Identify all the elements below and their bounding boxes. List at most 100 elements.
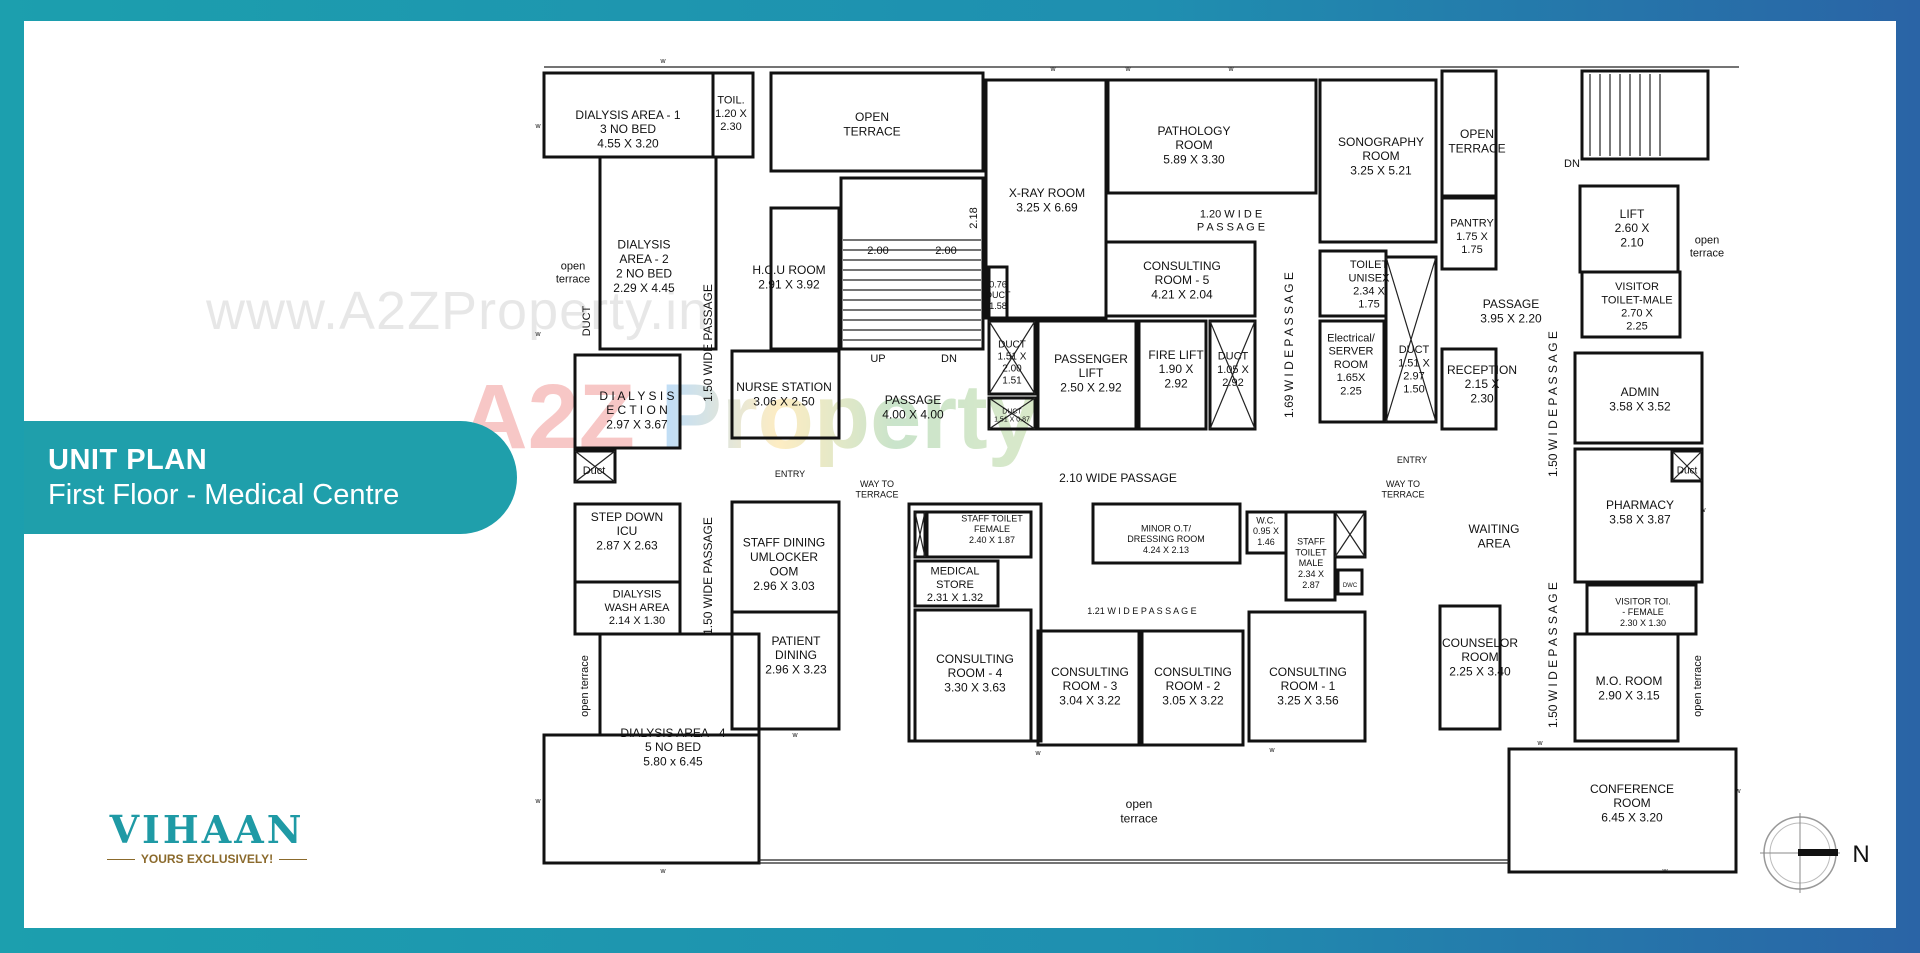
label-line: terrace — [1690, 247, 1724, 259]
label-line: MINOR O.T/ — [1141, 523, 1191, 533]
label-line: PANTRY — [1450, 218, 1494, 230]
room-wall — [1318, 319, 1386, 424]
label-line: CONFERENCE — [1590, 782, 1674, 796]
label-line: 1.50 W I D E P A S S A G E — [1546, 331, 1560, 477]
label-line: DN — [941, 353, 957, 365]
label-line: DUCT — [1399, 344, 1430, 356]
label-line: STEP DOWN — [591, 510, 663, 524]
room-wall — [1670, 449, 1704, 483]
label-line: UP — [870, 353, 885, 365]
room-wall — [1573, 351, 1704, 445]
label-line: 2.18 — [968, 207, 980, 228]
label-line: OPEN — [855, 110, 889, 124]
label-line: TERRACE — [1448, 141, 1505, 155]
room-wall — [1438, 604, 1502, 731]
label-line: CONSULTING — [1143, 259, 1221, 273]
label-line: D I A L Y S I S — [599, 389, 674, 403]
label-line: ADMIN — [1621, 385, 1660, 399]
label-line: TOILET-MALE — [1601, 294, 1672, 306]
label-line: MALE — [1299, 558, 1324, 568]
room-wall — [1091, 502, 1242, 565]
brand-name: VIHAAN — [109, 807, 305, 852]
label-line: CONSULTING — [1051, 665, 1129, 679]
label-line: STORE — [936, 579, 974, 591]
label-stair-up: UP — [870, 353, 885, 365]
room-wall — [1440, 69, 1498, 198]
label-line: OPEN — [1460, 127, 1494, 141]
label-line: ROOM — [1362, 149, 1399, 163]
label-line: TERRACE — [855, 490, 898, 500]
label-line: W.C. — [1256, 515, 1276, 525]
window-mark: w — [534, 798, 541, 805]
label-passage-120: 1.20 W I D EP A S S A G E — [1197, 208, 1265, 233]
room-wall — [1573, 632, 1680, 743]
label-line: DUCT — [1002, 408, 1022, 415]
label-line: 1.58 — [989, 301, 1007, 311]
label-line: 5.89 X 3.30 — [1163, 153, 1225, 167]
label-line: terrace — [1120, 811, 1158, 825]
label-line: ENTRY — [775, 469, 805, 479]
label-line: open terrace — [1692, 655, 1704, 717]
label-duct-pharmacy: Duct — [1677, 466, 1698, 477]
label-entry-left: ENTRY — [775, 469, 805, 479]
label-stair-dn: DN — [941, 353, 957, 365]
label-line: M.O. ROOM — [1596, 674, 1663, 688]
room-wall — [1580, 69, 1710, 161]
room-wall — [573, 449, 617, 484]
label-line: 2.10 WIDE PASSAGE — [1059, 471, 1177, 485]
label-line: 1.75 X — [1456, 231, 1488, 243]
room-wall — [730, 610, 841, 731]
label-line: 2.92 — [1164, 377, 1188, 391]
label-line: PATHOLOGY — [1158, 124, 1231, 138]
label-line: 4.00 X 4.00 — [882, 407, 944, 421]
label-line: ROOM - 1 — [1281, 679, 1336, 693]
label-line: 2.97 — [1403, 370, 1424, 382]
label-line: STAFF — [1297, 537, 1325, 547]
room-wall — [913, 510, 927, 559]
title-banner: UNIT PLAN First Floor - Medical Centre — [24, 421, 517, 534]
label-line: TOIL. — [717, 95, 744, 107]
label-line: ROOM - 4 — [948, 666, 1003, 680]
label-line: ROOM — [1175, 138, 1212, 152]
label-line: CONSULTING — [1269, 665, 1347, 679]
label-line: 2.87 X 2.63 — [596, 539, 658, 553]
duct-cross-icon — [1209, 320, 1256, 430]
label-line: 6.45 X 3.20 — [1601, 811, 1663, 825]
label-stair-dim3: 2.18 — [968, 207, 980, 228]
label-line: 2.25 — [1626, 321, 1647, 333]
label-line: ROOM — [1461, 650, 1498, 664]
page-subtitle: First Floor - Medical Centre — [48, 479, 400, 511]
label-toil: TOIL.1.20 X2.30 — [715, 95, 747, 133]
label-line: 5 NO BED — [645, 740, 701, 754]
room-wall — [987, 319, 1037, 396]
window-mark: w — [1536, 740, 1543, 747]
label-line: open — [1695, 234, 1719, 246]
room-wall — [1384, 255, 1438, 424]
duct-cross-icon — [1334, 511, 1366, 558]
label-passage-210: 2.10 WIDE PASSAGE — [1059, 471, 1177, 485]
label-dialysis-section: D I A L Y S I SE C T I O N2.97 X 3.67 — [599, 389, 674, 432]
label-line: PASSAGE — [885, 393, 941, 407]
label-line: 3.25 X 6.69 — [1016, 200, 1078, 214]
window-mark: w — [1049, 66, 1056, 73]
label-line: 2.70 X — [1621, 307, 1653, 319]
label-line: STAFF TOILET — [961, 513, 1023, 523]
label-line: ROOM - 3 — [1063, 679, 1118, 693]
duct-cross-icon — [574, 450, 616, 483]
label-passage-left2: 1.50 WIDE PASSAGE — [701, 517, 715, 635]
label-line: PATIENT — [772, 634, 822, 648]
label-duct-left: DUCT — [581, 305, 593, 336]
label-line: SERVER — [1328, 346, 1373, 358]
